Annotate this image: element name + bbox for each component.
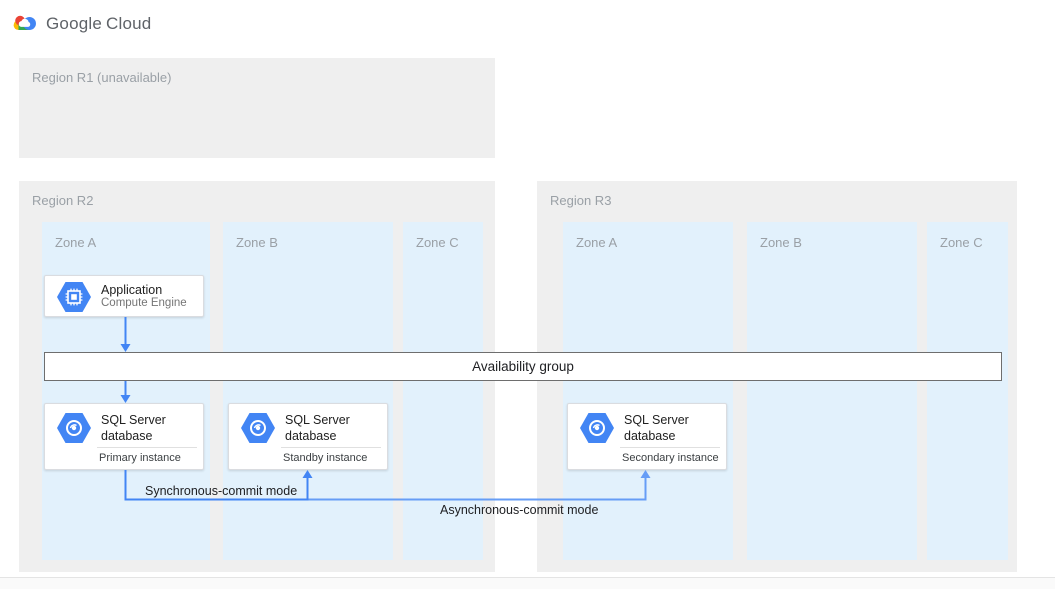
google-cloud-icon	[12, 15, 38, 34]
zone-label: Zone A	[55, 235, 97, 250]
zone-label: Zone A	[576, 235, 618, 250]
availability-group-label: Availability group	[472, 359, 574, 374]
sql-secondary-title: SQL Server database	[624, 413, 689, 443]
zone-label: Zone B	[760, 235, 802, 250]
card-divider	[620, 447, 720, 448]
cloud-sql-hexagon-icon	[580, 413, 614, 443]
availability-group-bar: Availability group	[44, 352, 1002, 381]
region-r3-zone-a: Zone A	[563, 222, 733, 560]
region-r3-label: Region R3	[550, 193, 612, 208]
cloud-sql-hexagon-icon	[241, 413, 275, 443]
logo-google-text: Google	[46, 13, 103, 33]
application-title: Application	[101, 283, 163, 297]
region-r3-zone-b: Zone B	[747, 222, 917, 560]
page-bottom-strip	[0, 578, 1055, 589]
card-divider	[281, 447, 381, 448]
cloud-sql-hexagon-icon	[57, 413, 91, 443]
synchronous-commit-label: Synchronous-commit mode	[145, 484, 298, 498]
zone-label: Zone C	[416, 235, 459, 250]
sql-primary-instance-label: Primary instance	[99, 452, 181, 464]
region-r3-zone-c: Zone C	[927, 222, 1008, 560]
zone-label: Zone C	[940, 235, 983, 250]
sql-primary-title: SQL Server database	[101, 413, 166, 443]
compute-engine-hexagon-icon	[57, 282, 91, 312]
application-card: Application Compute Engine	[44, 275, 204, 317]
sql-standby-card: SQL Server database Standby instance	[228, 403, 388, 470]
region-r2-zone-a: Zone A	[42, 222, 210, 560]
sql-secondary-card: SQL Server database Secondary instance	[567, 403, 727, 470]
asynchronous-commit-label: Asynchronous-commit mode	[440, 503, 599, 517]
region-r1-label: Region R1 (unavailable)	[32, 70, 172, 85]
region-r2-label: Region R2	[32, 193, 94, 208]
sql-standby-instance-label: Standby instance	[283, 452, 368, 464]
page-bottom-divider	[0, 577, 1055, 578]
sql-secondary-instance-label: Secondary instance	[622, 452, 719, 464]
logo-cloud-text: Cloud	[106, 13, 152, 33]
sql-primary-card: SQL Server database Primary instance	[44, 403, 204, 470]
region-r2-zone-c: Zone C	[403, 222, 483, 560]
region-r1: Region R1 (unavailable)	[19, 58, 495, 158]
sql-standby-title: SQL Server database	[285, 413, 350, 443]
application-subtitle: Compute Engine	[101, 297, 187, 309]
zone-label: Zone B	[236, 235, 278, 250]
region-r2-zone-b: Zone B	[223, 222, 393, 560]
card-divider	[97, 447, 197, 448]
